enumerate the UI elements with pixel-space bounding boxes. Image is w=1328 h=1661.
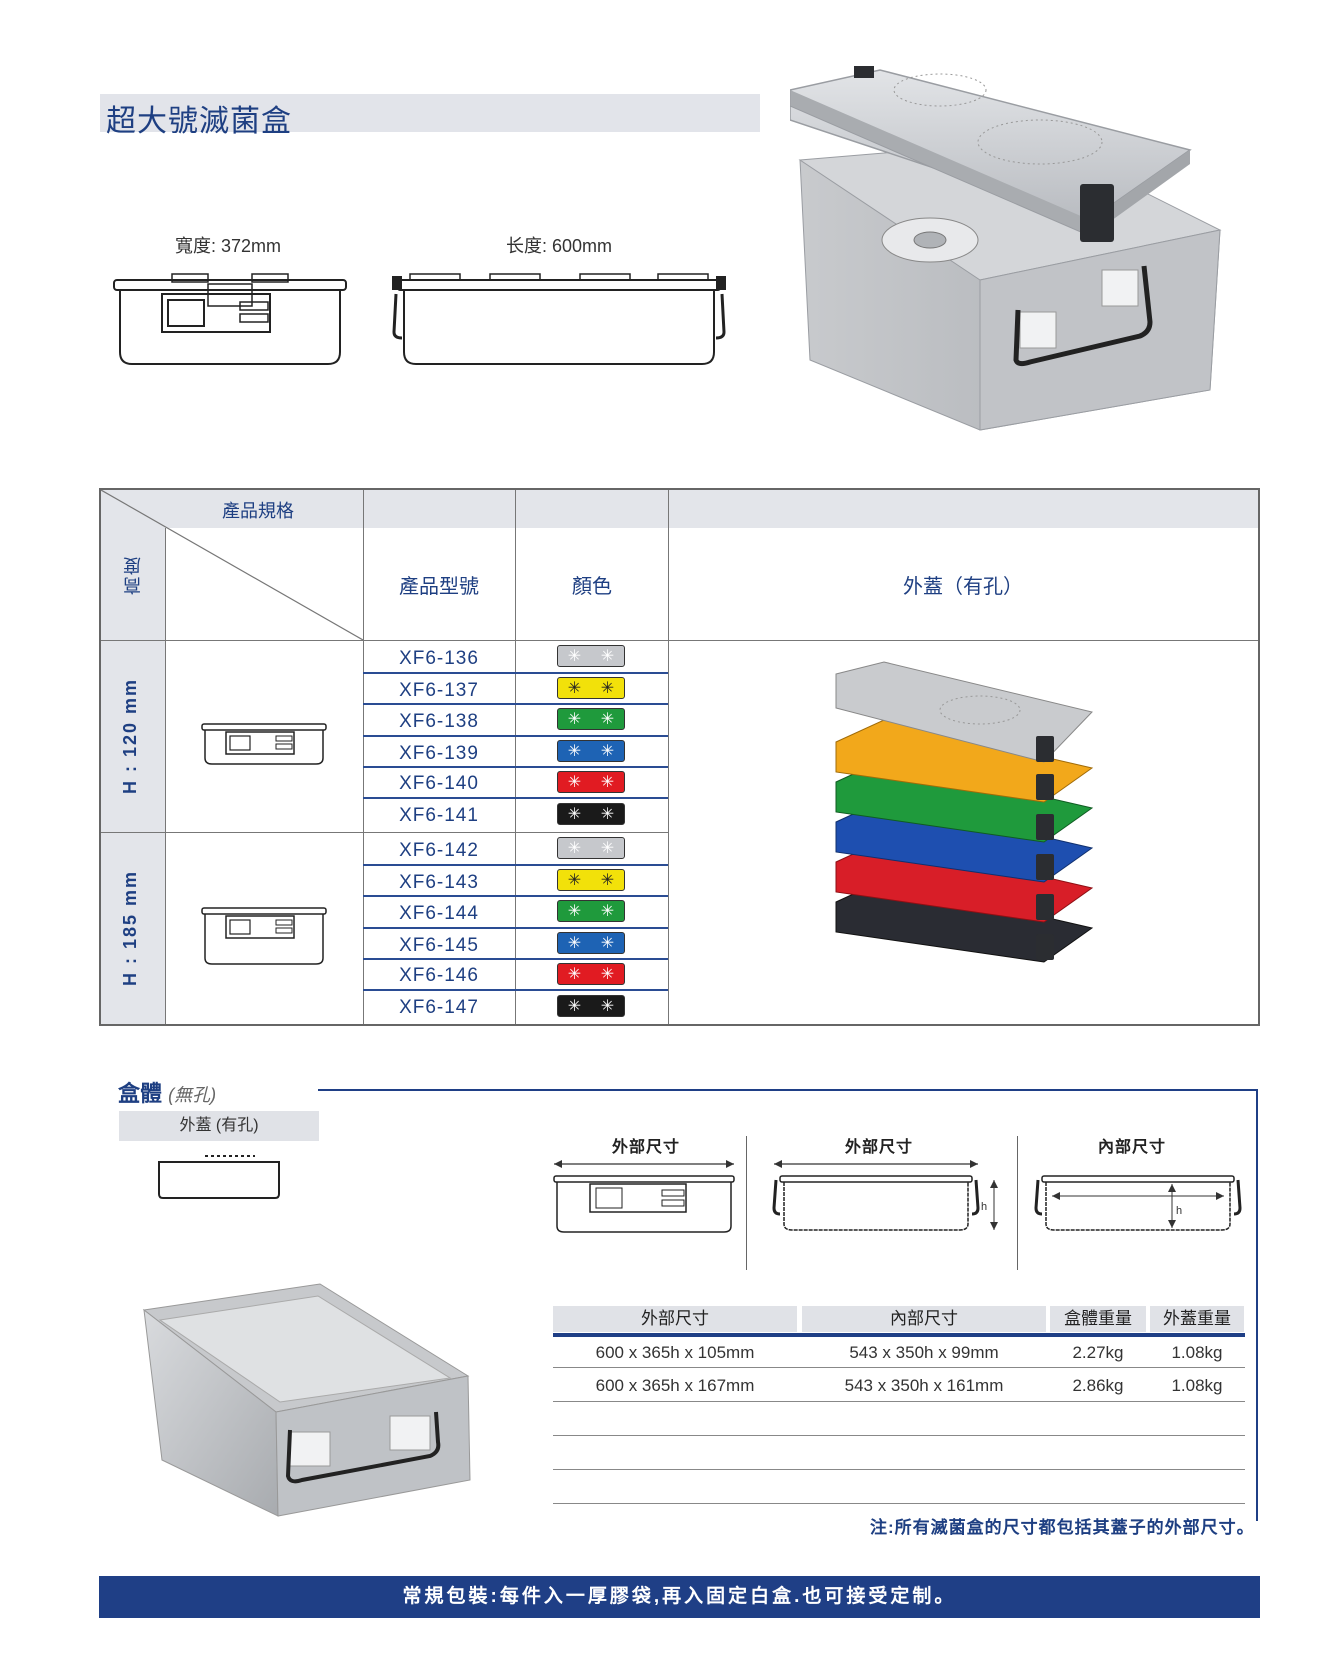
dt-head-outer: 外部尺寸 [553, 1306, 797, 1332]
model-xf6-143: XF6-143 [399, 872, 479, 893]
swatch-green: ✳✳ [557, 900, 625, 922]
dt-head-inner: 內部尺寸 [802, 1306, 1046, 1332]
spec-height-band-top [101, 528, 165, 640]
body-title-text: 盒體 [118, 1081, 163, 1106]
swatch-black: ✳✳ [557, 995, 625, 1017]
dt-head-body-weight: 盒體重量 [1050, 1306, 1146, 1332]
starburst-icon: ✳ [567, 711, 582, 728]
h-mark: h [1176, 1205, 1182, 1217]
starburst-icon: ✳ [567, 840, 582, 857]
lid-label: 外蓋 (有孔) [119, 1111, 319, 1141]
section-rule [318, 1089, 1258, 1091]
height-label-185: H : 185 mm [120, 870, 140, 987]
model-xf6-137: XF6-137 [399, 680, 479, 701]
diagram-label-outer-front: 外部尺寸 [612, 1139, 681, 1156]
section-rule-vertical [1256, 1089, 1258, 1521]
inner-dimension-drawing: h [1034, 1175, 1242, 1231]
dt-row1-inner: 543 x 350h x 99mm [849, 1343, 999, 1362]
starburst-icon: ✳ [600, 774, 615, 791]
starburst-icon: ✳ [567, 872, 582, 889]
height-header: 高度 [123, 555, 143, 595]
swatch-green: ✳✳ [557, 708, 625, 730]
starburst-icon: ✳ [567, 743, 582, 760]
starburst-icon: ✳ [567, 966, 582, 983]
body-section-title: 盒體 (無孔) [118, 1076, 216, 1108]
model-xf6-136: XF6-136 [399, 648, 479, 669]
starburst-icon: ✳ [600, 872, 615, 889]
swatch-silver: ✳✳ [557, 645, 625, 667]
model-header: 產品型號 [399, 576, 479, 598]
starburst-icon: ✳ [567, 903, 582, 920]
starburst-icon: ✳ [600, 648, 615, 665]
diagram-label-outer-side: 外部尺寸 [845, 1139, 914, 1156]
dimension-note: 注:所有滅菌盒的尺寸都包括其蓋子的外部尺寸。 [870, 1518, 1255, 1537]
model-xf6-142: XF6-142 [399, 840, 479, 861]
swatch-yellow: ✳✳ [557, 677, 625, 699]
spec-header-band [101, 490, 1258, 528]
stacked-lids-illustration [835, 661, 1094, 963]
swatch-blue: ✳✳ [557, 932, 625, 954]
dt-row2-outer: 600 x 365h x 167mm [595, 1376, 755, 1395]
starburst-icon: ✳ [600, 935, 615, 952]
model-xf6-140: XF6-140 [399, 773, 479, 794]
model-xf6-144: XF6-144 [399, 903, 479, 924]
model-xf6-147: XF6-147 [399, 997, 479, 1018]
model-xf6-141: XF6-141 [399, 805, 479, 826]
starburst-icon: ✳ [600, 840, 615, 857]
model-xf6-138: XF6-138 [399, 711, 479, 732]
footer-banner: 常規包裝:每件入一厚膠袋,再入固定白盒.也可接受定制。 [99, 1576, 1260, 1618]
swatch-red: ✳✳ [557, 771, 625, 793]
starburst-icon: ✳ [567, 648, 582, 665]
width-label: 寬度: 372mm [175, 236, 282, 256]
body-subtitle: (無孔) [168, 1085, 217, 1105]
swatch-yellow: ✳✳ [557, 869, 625, 891]
starburst-icon: ✳ [567, 774, 582, 791]
starburst-icon: ✳ [567, 935, 582, 952]
color-header: 顏色 [572, 576, 612, 598]
dt-row2-lid-weight: 1.08kg [1171, 1376, 1223, 1395]
swatch-silver: ✳✳ [557, 837, 625, 859]
starburst-icon: ✳ [567, 680, 582, 697]
side-view-drawing [392, 273, 726, 365]
starburst-icon: ✳ [600, 743, 615, 760]
model-xf6-146: XF6-146 [399, 965, 479, 986]
height-label-120: H : 120 mm [120, 678, 140, 795]
box-drawing-185 [201, 907, 327, 965]
model-xf6-145: XF6-145 [399, 935, 479, 956]
front-view-drawing [113, 273, 347, 365]
model-xf6-139: XF6-139 [399, 743, 479, 764]
starburst-icon: ✳ [600, 680, 615, 697]
dt-row2-inner: 543 x 350h x 161mm [844, 1376, 1004, 1395]
starburst-icon: ✳ [567, 806, 582, 823]
length-label: 长度: 600mm [506, 236, 613, 256]
swatch-blue: ✳✳ [557, 740, 625, 762]
spec-group-header: 產品規格 [222, 501, 294, 521]
swatch-black: ✳✳ [557, 803, 625, 825]
diagram-label-inner: 內部尺寸 [1098, 1139, 1167, 1156]
dt-row1-body-weight: 2.27kg [1072, 1343, 1124, 1362]
dt-row2-body-weight: 2.86kg [1072, 1376, 1124, 1395]
lid-drawing [158, 1155, 280, 1199]
dt-row1-lid-weight: 1.08kg [1171, 1343, 1223, 1362]
page-title: 超大號滅菌盒 [106, 105, 292, 138]
starburst-icon: ✳ [600, 903, 615, 920]
lid-header: 外蓋（有孔） [903, 576, 1023, 598]
starburst-icon: ✳ [600, 998, 615, 1015]
open-box-photo [142, 1283, 471, 1517]
starburst-icon: ✳ [600, 806, 615, 823]
starburst-icon: ✳ [567, 998, 582, 1015]
h-mark: h [981, 1201, 987, 1213]
diagonal-divider [101, 490, 363, 640]
box-drawing-120 [201, 723, 327, 765]
swatch-red: ✳✳ [557, 963, 625, 985]
front-dimension-drawing [553, 1160, 735, 1233]
starburst-icon: ✳ [600, 711, 615, 728]
dt-header-rule [553, 1333, 1245, 1337]
dt-head-lid-weight: 外蓋重量 [1150, 1306, 1244, 1332]
side-dimension-drawing: h [772, 1160, 998, 1231]
product-photo-lid-box [790, 66, 1222, 431]
starburst-icon: ✳ [600, 966, 615, 983]
title-bar [100, 94, 760, 132]
dt-row1-outer: 600 x 365h x 105mm [595, 1343, 755, 1362]
